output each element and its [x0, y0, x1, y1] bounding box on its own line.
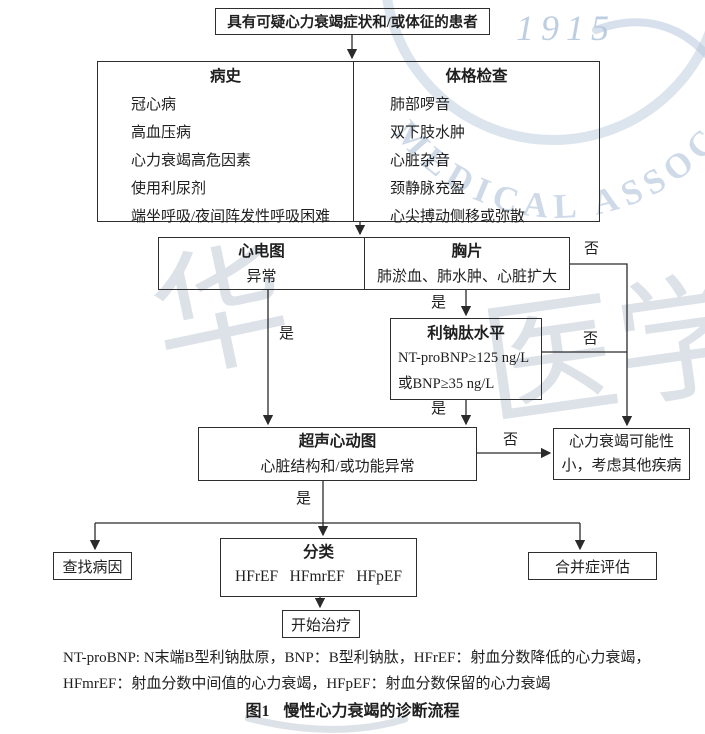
arrow-xray-no-to-unlikely [570, 263, 633, 427]
echo-title: 超声心动图 [298, 433, 377, 450]
xray-title: 胸片 [451, 243, 483, 260]
edge-label-no-echo: 否 [503, 432, 519, 448]
edge-label-yes-ecg: 是 [279, 326, 295, 342]
history-column: 病史 冠心病 高血压病 心力衰竭高危因素 使用利尿剂 端坐呼吸/夜间阵发性呼吸困… [98, 62, 353, 225]
node-history-exam: 病史 冠心病 高血压病 心力衰竭高危因素 使用利尿剂 端坐呼吸/夜间阵发性呼吸困… [97, 61, 600, 225]
bnp-title: 利钠肽水平 [427, 325, 505, 342]
hf-unlikely-line1: 心力衰竭可能性 [568, 434, 674, 450]
node-hf-unlikely: 心力衰竭可能性 小，考虑其他疾病 [553, 428, 690, 480]
edge-label-yes-echo: 是 [296, 491, 312, 507]
hf-unlikely-line2: 小，考虑其他疾病 [561, 458, 682, 474]
node-classification: 分类 HFrEF HFmrEF HFpEF [220, 538, 417, 597]
classification-title: 分类 [302, 544, 334, 561]
start-treatment-label: 开始治疗 [290, 617, 351, 634]
list-item: 心力衰竭高危因素 [131, 153, 252, 169]
node-ecg-xray: 心电图 异常 胸片 肺淤血、肺水肿、心脏扩大 [158, 237, 570, 290]
exam-list: 肺部啰音 双下肢水肿 心脏杂音 颈静脉充盈 心尖搏动侧移或弥散 [354, 91, 599, 231]
list-item: 使用利尿剂 [131, 181, 207, 197]
list-item: 高血压病 [131, 125, 192, 141]
ef-type: HFrEF [235, 568, 279, 585]
figure-number: 图1 [245, 703, 270, 720]
comorbidity-label: 合并症评估 [554, 559, 630, 576]
node-start-treatment: 开始治疗 [282, 610, 360, 638]
node-comorbidity-assessment: 合并症评估 [528, 552, 657, 580]
node-suspected-patient-label: 具有可疑心力衰竭症状和/或体征的患者 [227, 15, 478, 31]
list-item: 肺部啰音 [390, 97, 451, 113]
list-item: 双下肢水肿 [390, 125, 466, 141]
xray-finding: 肺淤血、肺水肿、心脏扩大 [376, 269, 557, 285]
footnote-line-2: HFmrEF：射血分数中间值的心力衰竭，HFpEF：射血分数保留的心力衰竭 [63, 676, 551, 692]
edge-label-no-bnp: 否 [583, 331, 599, 347]
ecg-cell: 心电图 异常 [159, 238, 364, 289]
watermark-swoosh [592, 18, 705, 58]
ef-type: HFpEF [356, 568, 402, 585]
edge-label-no-xray: 否 [584, 241, 600, 257]
ef-type: HFmrEF [289, 568, 345, 585]
list-item: 端坐呼吸/夜间阵发性呼吸困难 [131, 209, 331, 225]
bnp-threshold-2: 或BNP≥35 ng/L [398, 376, 495, 392]
edge-label-yes-xray: 是 [431, 295, 447, 311]
history-title: 病史 [209, 68, 241, 85]
edge-label-yes-bnp: 是 [431, 401, 447, 417]
node-suspected-patient: 具有可疑心力衰竭症状和/或体征的患者 [215, 8, 490, 35]
footnote-line-1: NT-proBNP: N末端B型利钠肽原，BNP：B型利钠肽，HFrEF：射血分… [63, 650, 651, 666]
echo-finding: 心脏结构和/或功能异常 [260, 459, 415, 475]
exam-column: 体格检查 肺部啰音 双下肢水肿 心脏杂音 颈静脉充盈 心尖搏动侧移或弥散 [353, 62, 599, 225]
list-item: 颈静脉充盈 [390, 181, 466, 197]
ecg-title: 心电图 [238, 243, 285, 260]
ecg-finding: 异常 [246, 269, 277, 285]
figure-caption: 图1 慢性心力衰竭的诊断流程 [0, 697, 705, 721]
find-cause-label: 查找病因 [62, 559, 123, 576]
bnp-threshold-1: NT-proBNP≥125 ng/L [398, 350, 530, 366]
classification-types: HFrEF HFmrEF HFpEF [221, 566, 416, 586]
watermark-year-text: 1915 [516, 8, 616, 48]
figure-title: 慢性心力衰竭的诊断流程 [283, 703, 460, 720]
history-list: 冠心病 高血压病 心力衰竭高危因素 使用利尿剂 端坐呼吸/夜间阵发性呼吸困难 [98, 91, 353, 231]
node-natriuretic-peptide: 利钠肽水平 NT-proBNP≥125 ng/L 或BNP≥35 ng/L [390, 318, 542, 400]
node-echocardiogram: 超声心动图 心脏结构和/或功能异常 [198, 427, 477, 481]
exam-title: 体格检查 [445, 68, 508, 85]
node-find-cause: 查找病因 [53, 552, 132, 580]
list-item: 心尖搏动侧移或弥散 [390, 209, 526, 225]
list-item: 心脏杂音 [390, 153, 451, 169]
xray-cell: 胸片 肺淤血、肺水肿、心脏扩大 [364, 238, 569, 289]
list-item: 冠心病 [131, 97, 177, 113]
